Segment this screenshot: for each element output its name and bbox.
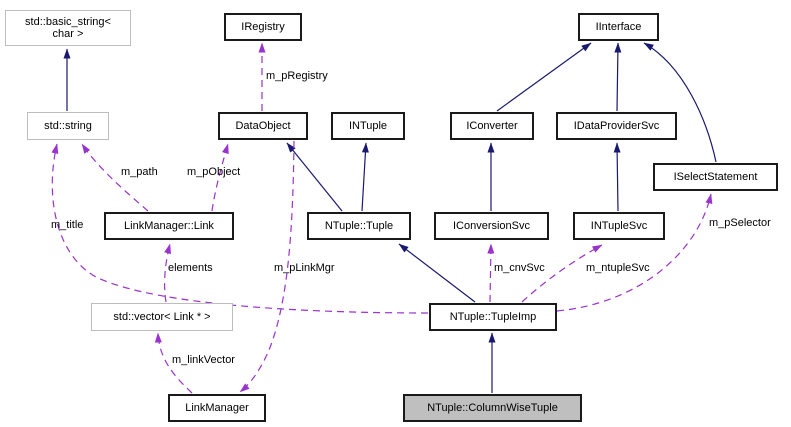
edge-label-m-pregistry: m_pRegistry bbox=[266, 70, 328, 82]
node-intuple[interactable]: INTuple bbox=[331, 112, 405, 140]
edge-label-elements: elements bbox=[168, 262, 213, 274]
node-std-basic-string[interactable]: std::basic_string< char > bbox=[5, 10, 131, 46]
edge-iselectstatement-to-iinterface bbox=[643, 42, 717, 163]
edge-tuple-to-dataobject bbox=[286, 142, 343, 212]
edge-idataprovidersvc-to-iinterface bbox=[614, 42, 622, 112]
node-intuplesvc[interactable]: INTupleSvc bbox=[573, 212, 665, 240]
node-dataobject[interactable]: DataObject bbox=[218, 112, 308, 140]
node-iinterface[interactable]: IInterface bbox=[578, 13, 659, 41]
edge-intuplesvc-to-idataprovidersvc bbox=[613, 142, 621, 212]
node-std-string[interactable]: std::string bbox=[27, 112, 109, 140]
edge-label-m-cnvsvc: m_cnvSvc bbox=[494, 262, 545, 274]
node-linkmanager-link[interactable]: LinkManager::Link bbox=[104, 212, 234, 240]
node-idataprovidersvc[interactable]: IDataProviderSvc bbox=[556, 112, 677, 140]
edge-label-m-linkvector: m_linkVector bbox=[172, 354, 235, 366]
node-ntuple-tupleimp[interactable]: NTuple::TupleImp bbox=[429, 303, 557, 331]
edge-label-m-pselector: m_pSelector bbox=[709, 217, 771, 229]
edge-tupleimp-to-iconversionsvc bbox=[487, 243, 495, 303]
edge-tupleimp-to-iselectstatement bbox=[556, 193, 713, 312]
node-iconverter[interactable]: IConverter bbox=[450, 112, 534, 140]
edge-dataobject-to-linkmanager bbox=[239, 140, 295, 393]
node-iregistry[interactable]: IRegistry bbox=[224, 13, 302, 41]
edge-tupleimp-to-intuplesvc bbox=[521, 244, 603, 303]
edge-iconverter-to-iinterface bbox=[496, 42, 592, 112]
node-ntuple-columnwisetuple[interactable]: NTuple::ColumnWiseTuple bbox=[403, 394, 582, 422]
edge-tupleimp-to-tuple bbox=[398, 243, 476, 303]
edge-link-to-dataobject bbox=[211, 143, 229, 212]
edge-label-m-pobject: m_pObject bbox=[187, 166, 241, 178]
edge-label-m-plinkmgr: m_pLinkMgr bbox=[274, 262, 335, 274]
edge-label-m-path: m_path bbox=[121, 166, 158, 178]
edge-linkmanager-to-vector bbox=[154, 332, 193, 394]
node-iconversionsvc[interactable]: IConversionSvc bbox=[434, 212, 549, 240]
edge-vector-to-link bbox=[164, 243, 171, 303]
edge-tuple-to-intuple bbox=[361, 142, 369, 212]
edge-link-to-std-string bbox=[81, 143, 149, 212]
node-iselectstatement[interactable]: ISelectStatement bbox=[653, 163, 778, 191]
node-linkmanager[interactable]: LinkManager bbox=[168, 394, 266, 422]
node-std-vector-link[interactable]: std::vector< Link * > bbox=[91, 303, 233, 331]
edge-label-m-ntuplesvc: m_ntupleSvc bbox=[586, 262, 650, 274]
node-ntuple-tuple[interactable]: NTuple::Tuple bbox=[307, 212, 411, 240]
edge-label-m-title: m_title bbox=[51, 219, 84, 231]
edge-tupleimp-to-std-string bbox=[51, 143, 429, 314]
